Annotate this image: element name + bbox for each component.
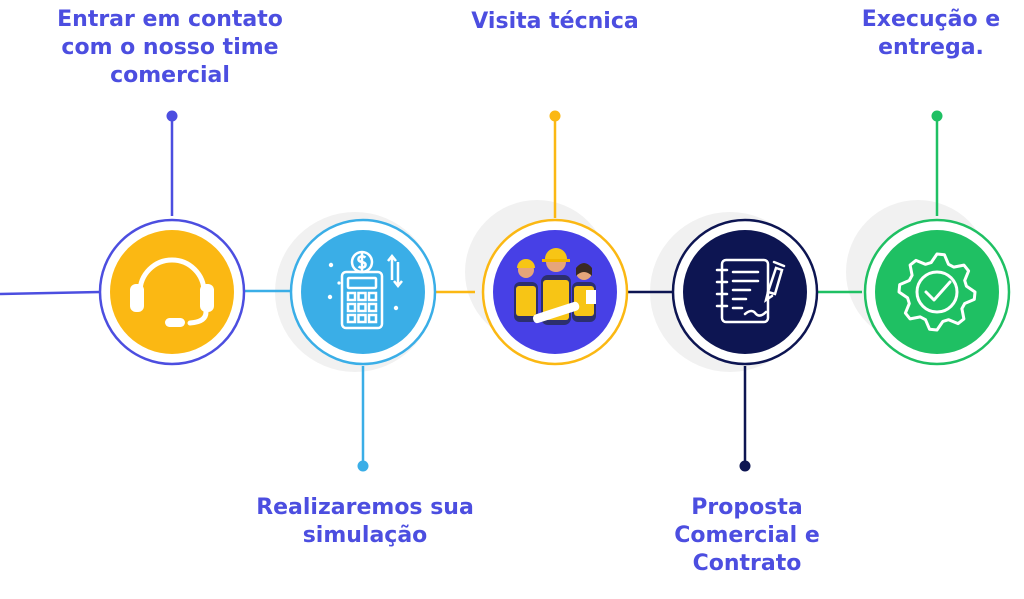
headset-icon [130, 257, 214, 327]
contract-document-icon [715, 258, 786, 324]
step-5-label-line-1: Execução e [861, 7, 1001, 32]
step-2-label-line-1: Realizaremos sua [256, 495, 474, 520]
step-2-node [289, 218, 437, 366]
step-5-label-line-2: entrega. [878, 35, 984, 60]
step-4-node [671, 218, 819, 366]
gear-check-icon [897, 252, 977, 332]
step-4-label-line-2: Comercial e [674, 523, 820, 548]
step-4-label: Proposta Comercial e Contrato [622, 494, 872, 578]
step-5-pin-dot [931, 110, 943, 122]
step-1-pin-dot [166, 110, 178, 122]
step-1-label-line-1: Entrar em contato [57, 7, 283, 32]
step-3-label: Visita técnica [405, 8, 705, 36]
step-3-label-line-1: Visita técnica [471, 9, 639, 34]
step-3-node [481, 218, 629, 366]
step-1-node [98, 218, 246, 366]
step-4-label-line-3: Contrato [692, 551, 802, 576]
step-4-pin-dot [739, 460, 751, 472]
step-4-label-line-1: Proposta [691, 495, 803, 520]
calculator-icon [327, 250, 403, 330]
step-2-label: Realizaremos sua simulação [215, 494, 515, 550]
step-5-node [863, 218, 1011, 366]
connector-start [0, 290, 101, 296]
step-1-label-line-2: com o nosso time [61, 35, 279, 60]
step-1-label: Entrar em contato com o nosso time comer… [20, 6, 320, 90]
construction-workers-icon [514, 248, 596, 325]
step-1-label-line-3: comercial [110, 63, 230, 88]
step-2-label-line-2: simulação [302, 523, 428, 548]
step-5-label: Execução e entrega. [838, 6, 1024, 62]
step-3-pin-dot [549, 110, 561, 122]
step-2-pin-dot [357, 460, 369, 472]
